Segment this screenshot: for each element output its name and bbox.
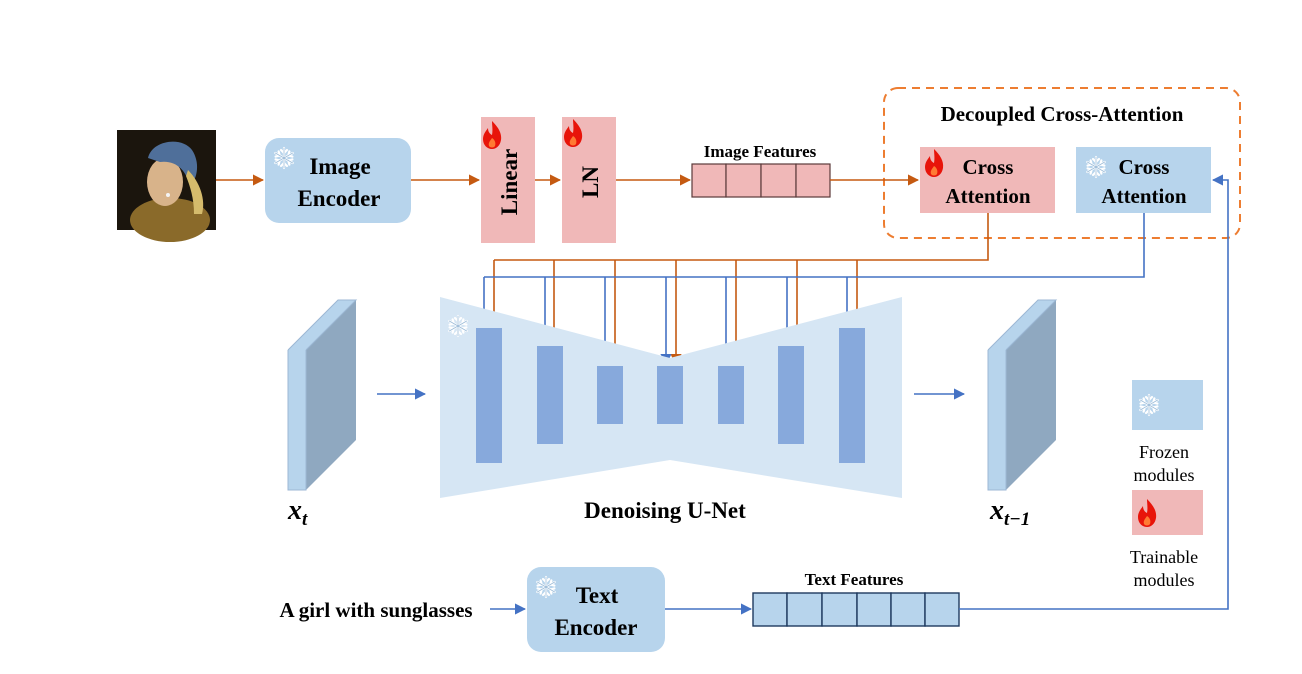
linear-block: Linear bbox=[481, 117, 535, 243]
image-encoder-block: Image Encoder bbox=[265, 138, 411, 223]
unet-block-1 bbox=[476, 328, 502, 463]
ln-label: LN bbox=[578, 166, 603, 198]
unet-block-5 bbox=[718, 366, 744, 424]
text-features: Text Features bbox=[752, 570, 960, 627]
image-encoder-label-2: Encoder bbox=[297, 186, 380, 211]
input-image bbox=[117, 130, 216, 242]
denoising-unet: Denoising U-Net bbox=[440, 297, 902, 523]
linear-label: Linear bbox=[497, 149, 522, 215]
legend-frozen-swatch bbox=[1132, 380, 1203, 430]
legend-trainable-label-2: modules bbox=[1134, 570, 1195, 590]
unet-block-2 bbox=[537, 346, 563, 444]
xt-label: xt bbox=[287, 495, 308, 530]
trainable-ca-label-1: Cross bbox=[963, 155, 1014, 179]
image-encoder-label-1: Image bbox=[309, 154, 370, 179]
decoupled-title: Decoupled Cross-Attention bbox=[941, 102, 1184, 126]
unet-block-4 bbox=[657, 366, 683, 424]
text-encoder-label-2: Encoder bbox=[554, 615, 637, 640]
image-features-label: Image Features bbox=[704, 142, 817, 161]
frozen-ca-label-1: Cross bbox=[1119, 155, 1170, 179]
xt-latent: xt bbox=[287, 299, 358, 530]
xt-minus-1-latent: xt−1 bbox=[987, 299, 1058, 530]
text-encoder-label-1: Text bbox=[576, 583, 619, 608]
unet-block-6 bbox=[778, 346, 804, 444]
image-features: Image Features bbox=[691, 142, 831, 198]
decoupled-cross-attention: Decoupled Cross-Attention Cross Attentio… bbox=[883, 87, 1241, 239]
ln-block: LN bbox=[562, 117, 616, 243]
trainable-ca-label-2: Attention bbox=[945, 184, 1030, 208]
unet-block-7 bbox=[839, 328, 865, 463]
legend-trainable-label-1: Trainable bbox=[1130, 547, 1198, 567]
trainable-cross-attention: Cross Attention bbox=[920, 147, 1055, 213]
text-path-arrows bbox=[490, 174, 1229, 615]
xt-minus-1-label: xt−1 bbox=[989, 495, 1030, 530]
unet-label: Denoising U-Net bbox=[584, 498, 746, 523]
text-prompt: A girl with sunglasses bbox=[279, 598, 472, 622]
unet-block-3 bbox=[597, 366, 623, 424]
text-features-label: Text Features bbox=[805, 570, 904, 589]
legend-frozen-label-1: Frozen bbox=[1139, 442, 1189, 462]
frozen-ca-label-2: Attention bbox=[1101, 184, 1186, 208]
legend-frozen-label-2: modules bbox=[1134, 465, 1195, 485]
text-encoder-block: Text Encoder bbox=[527, 567, 665, 652]
frozen-cross-attention: Cross Attention bbox=[1076, 147, 1211, 213]
legend: Frozen modules Trainable modules bbox=[1130, 380, 1203, 590]
